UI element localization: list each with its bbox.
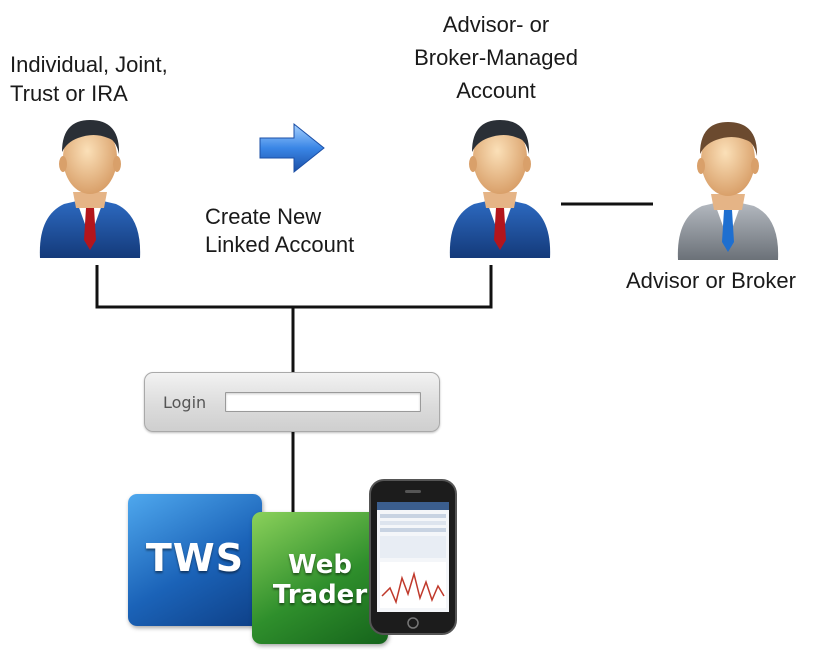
smartphone-icon [369, 479, 457, 635]
person-gray-suit-icon [677, 122, 779, 260]
webtrader-platform-icon: Web Trader [252, 512, 388, 644]
person-blue-suit-icon [39, 120, 141, 258]
login-label: Login [163, 393, 207, 412]
login-panel: Login [144, 372, 440, 432]
tws-platform-icon: TWS [128, 494, 262, 626]
managed-account-label: Advisor- or Broker-Managed Account [414, 12, 578, 103]
webtrader-label: Web Trader [272, 550, 368, 610]
right-arrow-icon [259, 122, 325, 174]
tws-label: TWS [145, 536, 245, 580]
create-linked-account-label: Create New Linked Account [205, 204, 355, 257]
login-input[interactable] [225, 392, 421, 412]
person-blue-suit-icon [449, 120, 551, 258]
account-holder-label: Individual, Joint, Trust or IRA [10, 52, 168, 106]
advisor-broker-label: Advisor or Broker [626, 268, 796, 293]
